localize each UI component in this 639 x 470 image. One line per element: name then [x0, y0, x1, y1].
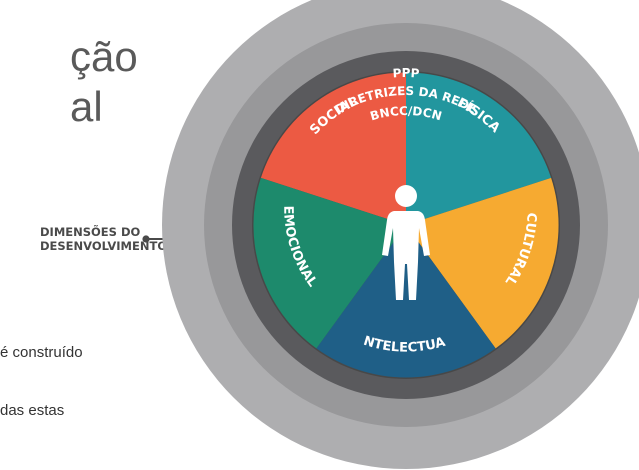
body-text-line-2: das estas — [0, 402, 65, 419]
segment-emocional — [253, 177, 406, 349]
body-text-line-1: é construído — [0, 344, 83, 361]
ring-label-ppp: PPP — [392, 66, 420, 81]
svg-text:BNCC/DCN: BNCC/DCN — [369, 104, 444, 123]
person-icon — [382, 185, 430, 300]
callout-label-line-2: DESENVOLVIMENTO — [40, 239, 168, 253]
slide-title-line-2: al — [70, 83, 103, 130]
segment-intelectual — [316, 225, 496, 378]
segment-cultural — [406, 177, 559, 349]
slide-title-line-1: ção — [70, 33, 138, 80]
ring-label-bncc-dcn: BNCC/DCN — [369, 104, 444, 123]
callout-label-line-1: DIMENSÕES DO — [40, 225, 141, 239]
segment-fisica — [406, 72, 552, 225]
segment-social — [260, 72, 406, 225]
svg-text:PPP: PPP — [392, 66, 420, 81]
callout-dot — [142, 235, 150, 243]
